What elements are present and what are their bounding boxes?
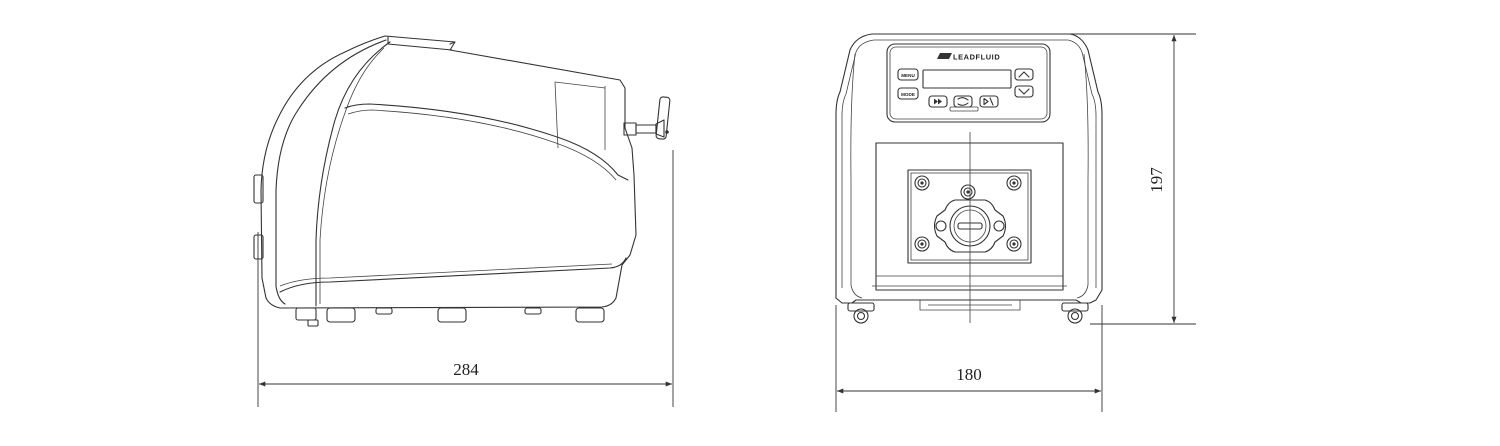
front-view-body-inner-outline [841, 39, 1097, 288]
side-view: 284 [253, 35, 674, 407]
side-view-foot-2 [326, 307, 356, 323]
pump-head-screw [914, 175, 930, 191]
front-view-height-dimension: 197 [1068, 33, 1196, 325]
down-button[interactable] [1014, 85, 1034, 98]
front-view: LEADFLUID MENU MODE [835, 33, 1196, 412]
control-panel: LEADFLUID MENU MODE [886, 43, 1051, 123]
pump-head-plate [907, 169, 1032, 264]
side-view-waist-line-2 [347, 109, 617, 181]
direction-icon [957, 97, 969, 106]
side-view-vent-1 [375, 307, 393, 315]
rotor-housing-right-boss [993, 220, 1005, 232]
pump-head-recess [875, 142, 1064, 291]
menu-button[interactable] [897, 68, 919, 81]
side-view-base-contour [279, 257, 627, 293]
brand-logo-text: LEADFLUID [953, 53, 1000, 62]
side-view-foot-3 [437, 307, 467, 323]
control-panel-frame-inner [889, 46, 1048, 120]
side-view-foot-4 [575, 307, 605, 323]
brand-logo-icon [937, 53, 952, 59]
control-panel-frame [886, 43, 1051, 123]
front-view-body-outline [835, 33, 1103, 304]
start-stop-button[interactable] [979, 95, 999, 108]
side-view-width-dimension: 284 [257, 150, 674, 407]
pump-head-top-screw [960, 184, 976, 200]
side-view-rear-window [554, 81, 606, 150]
front-view-left-foot [847, 302, 875, 324]
side-view-body-outline [260, 35, 637, 309]
start-stop-icon [983, 97, 994, 106]
front-view-right-foot [1061, 302, 1089, 324]
side-view-width-label: 284 [453, 360, 479, 379]
front-view-bottom-vent [919, 300, 1021, 311]
rotor-housing [933, 199, 1007, 253]
pump-head-recess-bottom [872, 275, 1067, 287]
up-arrow-icon [1018, 71, 1030, 78]
side-view-antenna [623, 96, 671, 140]
front-view-side-contour-left [850, 53, 863, 299]
side-view-front-knob-upper [253, 174, 264, 204]
rotor-housing-left-boss [935, 220, 947, 232]
front-view-width-dimension: 180 [835, 305, 1103, 412]
side-view-vent-2 [524, 307, 542, 315]
mode-button[interactable] [897, 87, 919, 100]
front-view-width-label: 180 [956, 365, 982, 384]
side-view-foot-tab [307, 319, 319, 327]
side-view-upper-contour [275, 39, 387, 305]
fast-forward-icon [934, 98, 942, 105]
fast-forward-button[interactable] [928, 95, 948, 108]
side-view-inner-contour-2 [319, 47, 385, 304]
side-view-waist-line [344, 103, 629, 181]
pump-head-screw [914, 236, 930, 252]
pump-head [907, 169, 1032, 264]
side-view-base-contour-2 [279, 263, 613, 287]
pump-head-screw [1006, 236, 1022, 252]
up-button[interactable] [1014, 68, 1034, 81]
side-view-foot-1 [295, 307, 317, 321]
front-view-height-label: 197 [1147, 167, 1166, 193]
side-view-front-knob-lower [253, 234, 264, 260]
pump-head-screw [1006, 175, 1022, 191]
mode-button-label: MODE [901, 92, 915, 97]
menu-button-label: MENU [901, 73, 915, 78]
direction-indicator [949, 106, 979, 112]
display-screen [922, 69, 1012, 89]
side-view-inner-contour [315, 41, 391, 307]
front-view-side-contour-right [1076, 53, 1089, 299]
pump-head-plate-inner [910, 172, 1029, 261]
down-arrow-icon [1018, 88, 1030, 95]
